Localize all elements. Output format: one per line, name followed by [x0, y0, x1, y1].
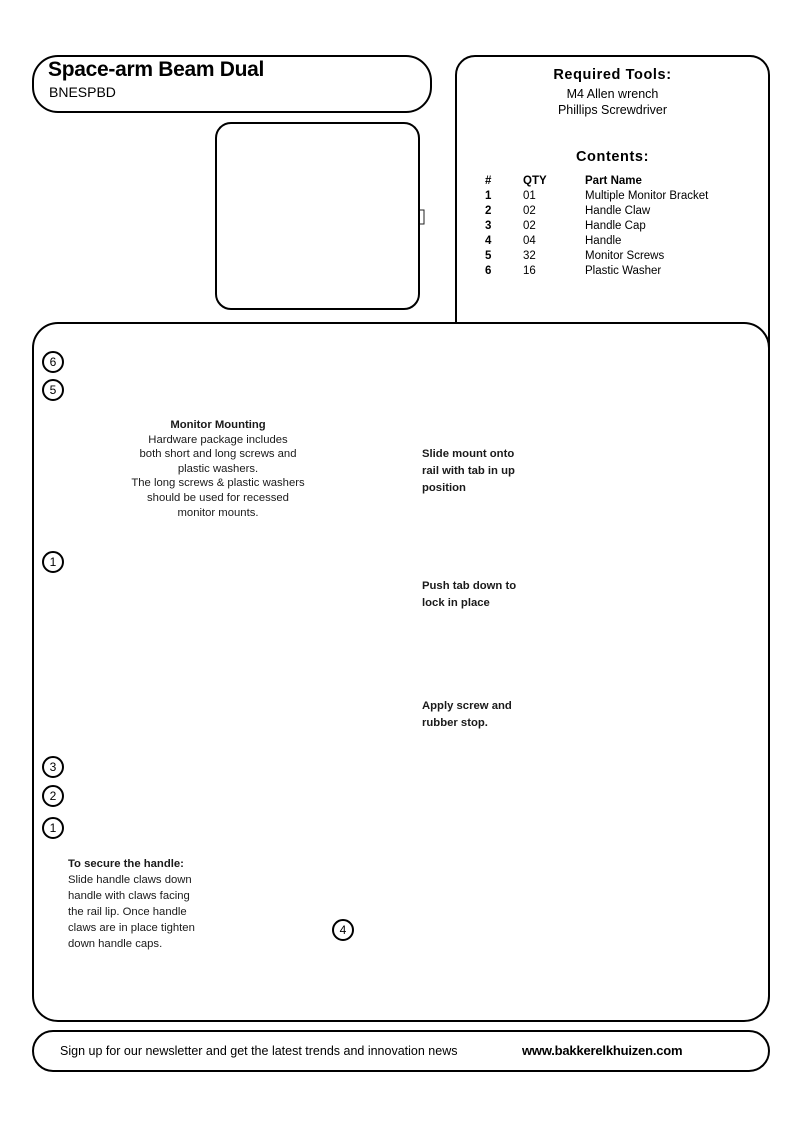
callout-handle: 4	[332, 919, 354, 941]
model-code: BNESPBD	[49, 84, 116, 100]
cell-part-name: Handle	[585, 235, 622, 247]
callout-screw: 5	[42, 379, 64, 401]
required-tool-item: M4 Allen wrench	[566, 87, 659, 101]
required-tools-heading: Required Tools:	[553, 67, 672, 83]
cell-qty: 02	[523, 205, 536, 217]
table-row: 4 04 Handle	[482, 235, 757, 250]
table-row: 5 32 Monitor Screws	[482, 250, 757, 265]
cell-part-name: Handle Cap	[585, 220, 646, 232]
contents-heading: Contents:	[575, 149, 650, 165]
monitor-mounting-line: The long screws & plastic washers	[131, 477, 305, 490]
handle-instruction-heading: To secure the handle:	[68, 858, 184, 870]
cell-num: 1	[485, 190, 492, 202]
monitor-mounting-line: plastic washers.	[177, 462, 259, 475]
cell-part-name: Monitor Screws	[585, 250, 665, 262]
website-url[interactable]: www.bakkerelkhuizen.com	[522, 1043, 683, 1058]
table-header-row: # QTY Part Name	[482, 175, 757, 190]
cell-part-name: Plastic Washer	[585, 265, 662, 277]
newsletter-text: Sign up for our newsletter and get the l…	[60, 1044, 458, 1058]
monitor-mounting-line: both short and long screws and	[139, 448, 297, 461]
callout-bracket-top: 1	[42, 551, 64, 573]
cell-num: 2	[485, 205, 492, 217]
contents-table: # QTY Part Name 1 01 Multiple Monitor Br…	[482, 175, 757, 280]
cell-num: 6	[485, 265, 492, 277]
cell-num: 5	[485, 250, 492, 262]
footer-panel: Sign up for our newsletter and get the l…	[32, 1030, 770, 1072]
monitor-mounting-heading: Monitor Mounting	[170, 419, 266, 431]
step-push-tab-text: Push tab down to lock in place	[422, 580, 517, 609]
table-row: 1 01 Multiple Monitor Bracket	[482, 190, 757, 205]
parts-overview-panel	[215, 122, 420, 310]
monitor-mounting-line: should be used for recessed	[147, 491, 289, 504]
cell-part-name: Handle Claw	[585, 205, 651, 217]
column-header-qty: QTY	[523, 175, 547, 187]
cell-qty: 32	[523, 250, 536, 262]
callout-handle-cap: 3	[42, 756, 64, 778]
title-panel: Space-arm Beam Dual BNESPBD	[32, 55, 432, 113]
required-tool-item: Phillips Screwdriver	[557, 103, 668, 117]
monitor-mounting-line: monitor mounts.	[177, 506, 259, 519]
cell-part-name: Multiple Monitor Bracket	[585, 190, 709, 202]
cell-qty: 02	[523, 220, 536, 232]
cell-qty: 16	[523, 265, 536, 277]
callout-washer: 6	[42, 351, 64, 373]
table-row: 6 16 Plastic Washer	[482, 265, 757, 280]
step-apply-screw-text: Apply screw and rubber stop.	[422, 700, 512, 729]
monitor-mounting-note: Monitor Mounting Hardware package includ…	[118, 418, 318, 520]
cell-qty: 04	[523, 235, 536, 247]
handle-instruction-block: To secure the handle: Slide handle claws…	[68, 856, 208, 952]
callout-handle-claw: 2	[42, 785, 64, 807]
page-title: Space-arm Beam Dual	[48, 58, 265, 81]
cell-qty: 01	[523, 190, 536, 202]
monitor-mounting-line: Hardware package includes	[148, 433, 288, 446]
step-slide-mount-text: Slide mount onto rail with tab in up pos…	[422, 448, 515, 494]
main-instruction-panel	[32, 322, 770, 1022]
callout-bracket-bottom: 1	[42, 817, 64, 839]
column-header-num: #	[485, 175, 492, 187]
cell-num: 3	[485, 220, 492, 232]
column-header-part-name: Part Name	[585, 175, 642, 187]
table-row: 3 02 Handle Cap	[482, 220, 757, 235]
cell-num: 4	[485, 235, 492, 247]
table-row: 2 02 Handle Claw	[482, 205, 757, 220]
handle-instruction-body: Slide handle claws down handle with claw…	[68, 874, 195, 950]
